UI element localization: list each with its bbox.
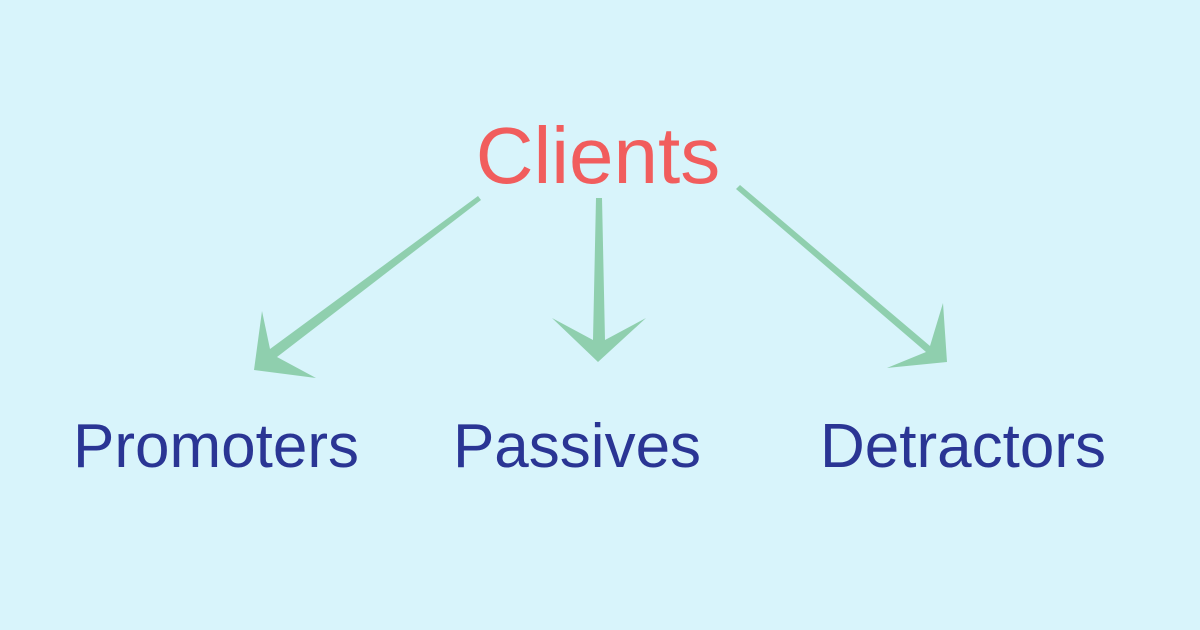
- arrow-to-promoters: [254, 196, 481, 378]
- child-node-detractors: Detractors: [820, 412, 1106, 481]
- child-node-promoters: Promoters: [73, 412, 359, 481]
- child-node-passives: Passives: [452, 412, 702, 481]
- root-node-label: Clients: [475, 111, 721, 200]
- arrow-to-detractors: [736, 185, 947, 368]
- arrow-to-passives: [552, 198, 646, 362]
